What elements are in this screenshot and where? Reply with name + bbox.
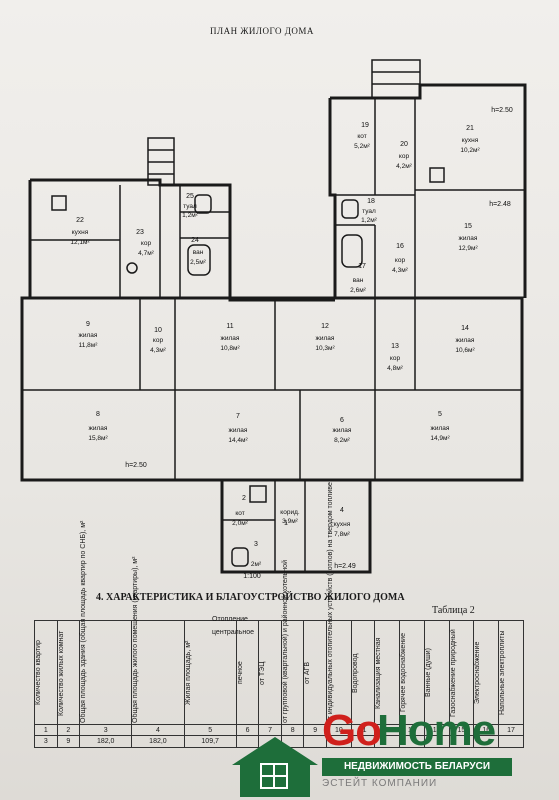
svg-text:19: 19 xyxy=(361,122,369,129)
room-24-area: 2,5м² xyxy=(190,259,207,266)
room-25-area: 1,2м² xyxy=(182,212,199,219)
room-14-area: 10,6м² xyxy=(455,347,475,354)
room-4-name: кухня xyxy=(334,521,351,528)
house-logo-icon xyxy=(232,737,318,797)
brand-go: Go xyxy=(322,706,382,755)
svg-text:5: 5 xyxy=(438,411,442,418)
room-22-name: кухня xyxy=(72,229,89,236)
room-2-name: кот xyxy=(235,510,244,517)
room-5-area: 14,9м² xyxy=(430,435,450,442)
height-label-3: h=2.50 xyxy=(491,107,513,114)
room-18-name: туал xyxy=(362,208,376,215)
svg-text:16: 16 xyxy=(396,243,404,250)
room-10-name: кор xyxy=(153,337,164,344)
svg-text:8: 8 xyxy=(96,411,100,418)
room-8-name: жилая xyxy=(89,425,108,432)
room-6-name: жилая xyxy=(333,427,352,434)
svg-text:21: 21 xyxy=(466,125,474,132)
room-7-name: жилая xyxy=(229,427,248,434)
svg-text:3: 3 xyxy=(254,541,258,548)
room-21-name: кухня xyxy=(462,137,479,144)
brand-home: Home xyxy=(377,706,496,755)
svg-text:4: 4 xyxy=(340,507,344,514)
svg-text:11: 11 xyxy=(226,323,233,330)
svg-text:20: 20 xyxy=(400,141,408,148)
svg-text:6: 6 xyxy=(340,417,344,424)
svg-text:18: 18 xyxy=(367,198,375,205)
svg-text:14: 14 xyxy=(461,325,469,332)
brand-band: НЕДВИЖИМОСТЬ БЕЛАРУСИ xyxy=(322,758,512,776)
plan-title: ПЛАН ЖИЛОГО ДОМА xyxy=(210,26,314,36)
room-10-area: 4,3м² xyxy=(150,347,167,354)
room-15-name: жилая xyxy=(459,235,478,242)
room-12-area: 10,3м² xyxy=(315,345,335,352)
height-label-1: h=2.50 xyxy=(125,462,147,469)
svg-text:12: 12 xyxy=(321,323,329,330)
svg-text:23: 23 xyxy=(136,229,144,236)
room-3-area: 2м² xyxy=(251,561,262,568)
room-16-area: 4,3м² xyxy=(392,267,409,274)
room-19-name: кот xyxy=(357,133,366,140)
room-9-name: жилая xyxy=(79,332,98,339)
room-7-area: 14,4м² xyxy=(228,437,248,444)
svg-text:15: 15 xyxy=(464,223,472,230)
room-16-name: кор xyxy=(395,257,406,264)
room-21-area: 10,2м² xyxy=(460,147,480,154)
svg-text:10: 10 xyxy=(154,327,162,334)
room-25-name: туал xyxy=(183,203,197,210)
wall-main-lower xyxy=(20,296,524,482)
room-1-label: 1 xyxy=(284,520,288,527)
room-15-area: 12,9м² xyxy=(458,245,478,252)
room-4-area: 7,8м² xyxy=(334,531,351,538)
svg-text:24: 24 xyxy=(191,237,199,244)
room-13-area: 4,8м² xyxy=(387,365,404,372)
scale-label: 1:100 xyxy=(243,573,261,580)
room-6-area: 8,2м² xyxy=(334,437,351,444)
th-3: Общая площадь здания (общая площадь квар… xyxy=(80,520,88,723)
th-4: Общая площадь жилого помещения (квартиры… xyxy=(132,556,140,723)
room-11-area: 10,8м² xyxy=(220,345,240,352)
room-23-area: 4,7м² xyxy=(138,250,155,257)
svg-text:9: 9 xyxy=(86,321,90,328)
floor-plan: 1 корид. 3,9м² 2 кот 2,0м² 3 2м² 4 кухня… xyxy=(20,59,527,580)
room-8-area: 15,8м² xyxy=(88,435,108,442)
room-12-name: жилая xyxy=(316,335,335,342)
room-13-name: кор xyxy=(390,355,401,362)
characteristics-table: Количество квартир Количество жилых комн… xyxy=(34,482,524,748)
height-label-4: h=2.49 xyxy=(334,563,356,570)
room-20-area: 4,2м² xyxy=(396,163,413,170)
svg-text:25: 25 xyxy=(186,193,194,200)
brand-watermark: Go Home НЕДВИЖИМОСТЬ БЕЛАРУСИ ЭСТЕЙТ КОМ… xyxy=(190,706,520,796)
room-17-name: ван xyxy=(353,277,364,284)
room-24-name: ван xyxy=(193,249,204,256)
room-23-name: кор xyxy=(141,240,152,247)
room-11-name: жилая xyxy=(221,335,240,342)
room-1-area: 3,9м² xyxy=(282,518,299,525)
svg-text:13: 13 xyxy=(391,343,399,350)
room-22-area: 12,1м² xyxy=(70,239,90,246)
room-9-area: 11,8м² xyxy=(79,342,99,349)
svg-text:7: 7 xyxy=(236,413,240,420)
svg-text:22: 22 xyxy=(76,217,84,224)
room-14-name: жилая xyxy=(456,337,475,344)
room-5-name: жилая xyxy=(431,425,450,432)
room-19-area: 5,2м² xyxy=(354,143,371,150)
wall-top-left xyxy=(30,178,232,298)
room-20-name: кор xyxy=(399,153,410,160)
height-label-2: h=2.48 xyxy=(489,201,511,208)
svg-text:2: 2 xyxy=(242,495,246,502)
th-2: Количество жилых комнат xyxy=(57,629,65,716)
room-18-area: 1,2м² xyxy=(361,217,378,224)
room-17-area: 2,6м² xyxy=(350,287,367,294)
svg-text:17: 17 xyxy=(358,263,366,270)
room-2-area: 2,0м² xyxy=(232,520,249,527)
brand-sub: ЭСТЕЙТ КОМПАНИИ xyxy=(322,778,438,789)
table-caption: Таблица 2 xyxy=(432,605,475,616)
th-1: Количество квартир xyxy=(35,640,42,705)
room-1-name: корид. xyxy=(280,509,300,516)
table-group-central: центральное xyxy=(212,629,255,636)
section-title: 4. ХАРАКТЕРИСТИКА И БЛАГОУСТРОЙСТВО ЖИЛО… xyxy=(96,592,405,603)
table-group-heating: Отопление xyxy=(212,616,248,623)
